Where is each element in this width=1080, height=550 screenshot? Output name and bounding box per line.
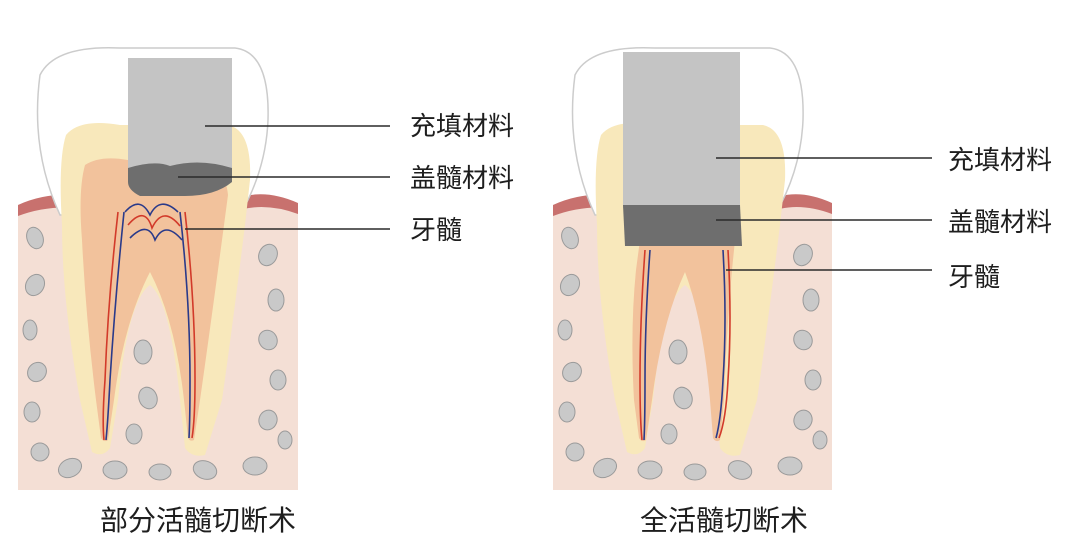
left-filling-material xyxy=(128,58,232,170)
right-capping-label: 盖髓材料 xyxy=(948,208,1053,238)
left-filling-label: 充填材料 xyxy=(410,112,515,142)
left-capping-label: 盖髓材料 xyxy=(410,164,515,194)
left-pulp-label: 牙髓 xyxy=(410,216,463,246)
right-capping-material xyxy=(623,205,742,246)
left-tooth-diagram xyxy=(18,46,390,490)
right-caption: 全活髓切断术 xyxy=(640,504,809,537)
right-filling-material xyxy=(623,52,740,208)
left-bone-cells xyxy=(22,226,293,481)
right-bone-cells xyxy=(557,226,828,481)
right-vessels xyxy=(639,249,731,441)
left-leader-lines xyxy=(178,125,390,230)
left-capping-material xyxy=(128,162,232,196)
right-leader-lines xyxy=(716,157,932,271)
left-vessels xyxy=(102,203,196,441)
right-pulp-label: 牙髓 xyxy=(948,263,1001,293)
right-filling-label: 充填材料 xyxy=(948,146,1053,176)
left-caption: 部分活髓切断术 xyxy=(100,504,297,537)
right-tooth-diagram xyxy=(553,46,932,490)
right-pulp xyxy=(632,240,735,442)
